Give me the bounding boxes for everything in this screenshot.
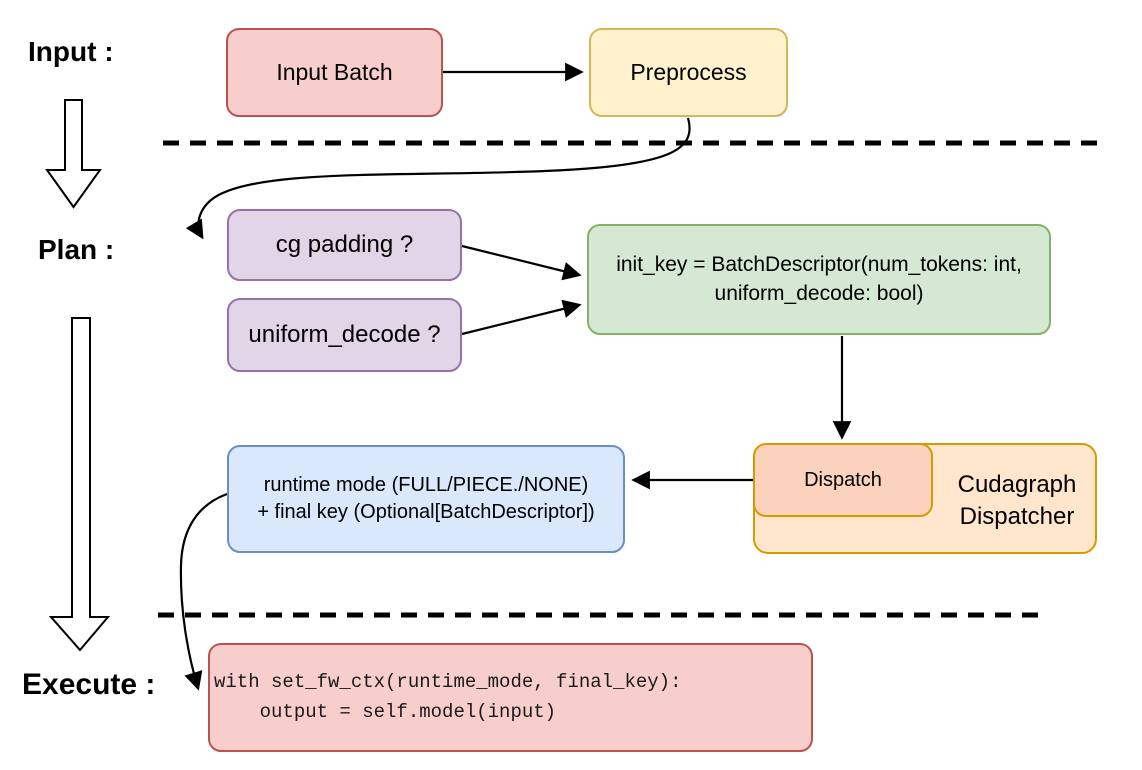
- cg-padding-label: cg padding ?: [275, 230, 414, 258]
- section-label-execute: Execute :: [22, 668, 156, 701]
- dispatch-label: Dispatch: [804, 468, 882, 491]
- preprocess-box: Preprocess: [589, 28, 788, 117]
- runtime-mode-line2: + final key (Optional[BatchDescriptor]): [257, 501, 595, 523]
- section-label-plan: Plan :: [38, 234, 115, 265]
- arrow-cg-padding-to-init-key: [461, 244, 582, 281]
- execute-code-box: with set_fw_ctx(runtime_mode, final_key)…: [208, 643, 813, 752]
- execute-code-line2: output = self.model(input): [214, 700, 557, 723]
- preprocess-label: Preprocess: [630, 58, 747, 85]
- block-arrow-plan-to-execute: [48, 317, 111, 652]
- dispatch-box: Dispatch: [753, 443, 933, 517]
- runtime-mode-line1: runtime mode (FULL/PIECE./NONE): [263, 474, 589, 496]
- uniform-decode-box: uniform_decode ?: [227, 298, 462, 372]
- init-key-box: init_key = BatchDescriptor(num_tokens: i…: [587, 224, 1051, 335]
- input-batch-label: Input Batch: [276, 58, 393, 85]
- execute-code-line1: with set_fw_ctx(runtime_mode, final_key)…: [214, 671, 682, 694]
- section-label-input: Input :: [28, 36, 114, 67]
- block-arrow-input-to-plan: [45, 99, 102, 209]
- arrow-uniform-decode-to-init-key: [461, 299, 582, 336]
- init-key-line1: init_key = BatchDescriptor(num_tokens: i…: [616, 253, 1022, 277]
- init-key-line2: uniform_decode: bool): [714, 281, 924, 305]
- cg-padding-box: cg padding ?: [227, 209, 462, 281]
- uniform-decode-label: uniform_decode ?: [248, 320, 441, 348]
- runtime-mode-box: runtime mode (FULL/PIECE./NONE) + final …: [227, 445, 625, 553]
- input-batch-box: Input Batch: [226, 28, 443, 117]
- cudagraph-dispatcher-label: Cudagraph Dispatcher: [957, 471, 1077, 530]
